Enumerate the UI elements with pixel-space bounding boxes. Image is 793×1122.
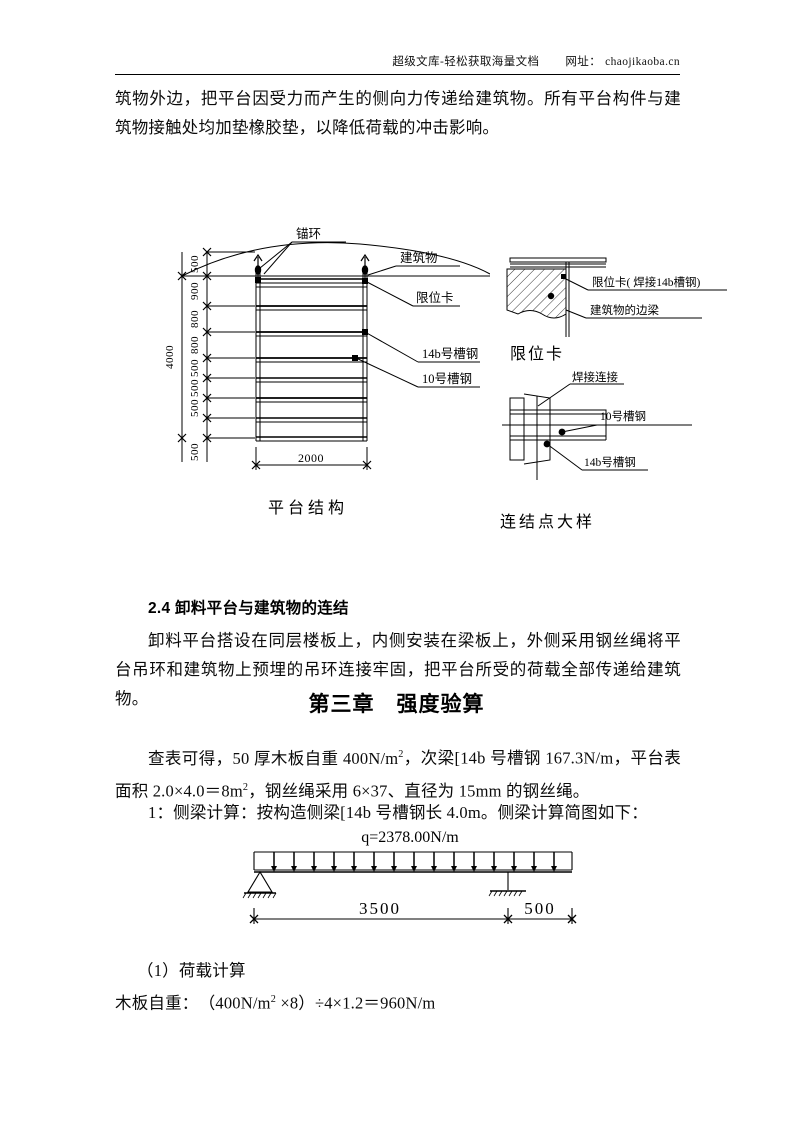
paragraph-item-1: 1：侧梁计算：按构造侧梁[14b 号槽钢长 4.0m。侧梁计算简图如下： [148,803,648,822]
label-limit-card: 限位卡 [416,290,454,305]
paragraph-lookup: 查表可得，50 厚木板自重 400N/m2，次梁[14b 号槽钢 167.3N/… [115,740,681,805]
label-channel-14b: 14b号槽钢 [422,347,478,361]
lookup-text-1: 查表可得，50 厚木板自重 400N/m [148,748,399,768]
load-label: q=2378.00N/m [361,829,459,846]
lookup-text-2b: ，钢丝绳采用 6×37、直径为 15mm 的钢丝绳。 [248,781,590,800]
dim-total-height: 4000 [164,345,176,369]
joint-detail-drawing: 焊接连接 10号槽钢 14b号槽钢 [502,370,692,480]
label-weld-connection: 焊接连接 [572,370,618,384]
lookup-sup-1: 2 [398,749,404,760]
span-label-2: 500 [524,899,556,918]
header-site-name: 超级文库-轻松获取海量文档 [392,56,540,68]
limit-card-drawing: 限位卡( 焊接14b槽钢) 建筑物的边梁 [506,257,727,337]
page-header: 超级文库-轻松获取海量文档 网址： chaojikaoba.cn [115,52,680,75]
load-line-text: 木板自重： （400N/m [115,993,271,1013]
caption-joint-detail: 连结点大样 [500,514,596,531]
paragraph-2-4: 卸料平台搭设在同层楼板上，内侧安装在梁板上，外侧采用钢丝绳将平台吊环和建筑物上预… [115,631,681,708]
caption-platform-structure: 平台结构 [268,500,349,517]
dim-seg-0: 900 [189,282,201,300]
load-line-sup: 2 [270,994,276,1005]
dim-width: 2000 [298,451,324,465]
label-anchor-ring: 锚环 [296,226,321,241]
lookup-text-2: 积 2.0×4.0＝8m [131,781,243,800]
dim-top-offset: 500 [189,255,201,273]
beam-diagram-figure: q=2378.00N/m 3500 500 [0,824,793,928]
label-joint-channel-14b: 14b号槽钢 [584,456,636,469]
span-label-1: 3500 [359,899,401,918]
paragraph-load-heading: （1）荷载计算 [115,956,681,985]
paragraph-load-line: 木板自重： （400N/m2 ×8）÷4×1.2＝960N/m [115,985,681,1018]
header-url: chaojikaoba.cn [605,56,680,68]
label-building: 建筑物 [400,250,438,265]
dim-bottom-offset: 500 [189,443,201,461]
chapter-3-heading: 第三章 强度验算 [308,693,485,716]
platform-structure-drawing: 4000 500 900 800 800 500 500 500 500 200… [164,226,490,470]
load-heading-text: （1）荷载计算 [137,961,246,980]
label-edge-beam: 建筑物的边梁 [590,303,659,317]
dim-seg-2: 800 [189,336,201,354]
load-line-text-b: ×8）÷4×1.2＝960N/m [276,993,436,1013]
label-limit-card-note: 限位卡( 焊接14b槽钢) [592,275,700,289]
dim-seg-3: 500 [189,359,201,377]
label-channel-10: 10号槽钢 [422,372,472,386]
lookup-text-1b: ，次梁[14b 号槽钢 167.3N/m，平台表面 [115,748,681,801]
dim-seg-5: 500 [189,399,201,417]
dim-seg-4: 500 [189,379,201,397]
figure-area: 4000 500 900 800 800 500 500 500 500 200… [0,222,793,542]
dim-seg-1: 800 [189,310,201,328]
header-url-label: 网址： [565,56,602,68]
section-2-4-heading: 2.4 卸料平台与建筑物的连结 [148,600,349,617]
lookup-sup-2: 2 [242,781,249,793]
caption-limit-card: 限位卡 [510,346,565,363]
paragraph-top: 筑物外边，把平台因受力而产生的侧向力传递给建筑物。所有平台构件与建筑物接触处均加… [115,89,681,137]
side-beam-calculation-diagram: q=2378.00N/m 3500 500 [242,829,577,924]
label-joint-channel-10: 10号槽钢 [600,410,646,423]
